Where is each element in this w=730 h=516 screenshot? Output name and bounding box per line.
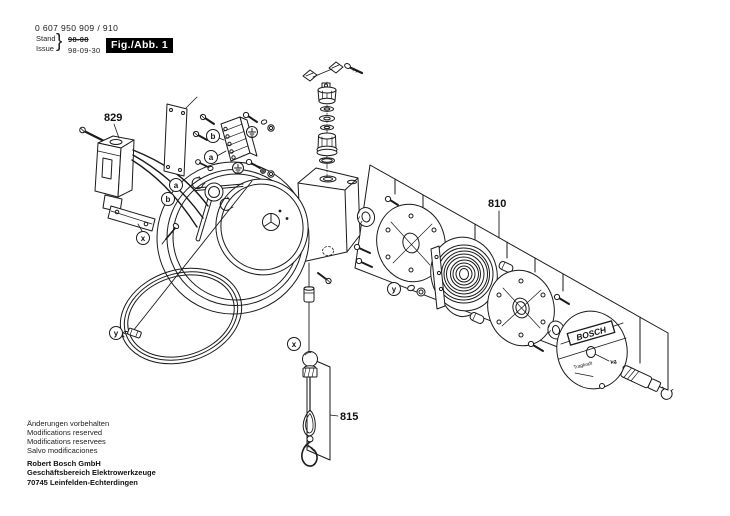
switch-assembly-829 <box>79 123 209 232</box>
callout-b-terminal: b <box>206 129 220 143</box>
issue-label: Issue <box>36 43 54 53</box>
callout-a-wires: a <box>169 178 183 192</box>
part-label-815: 815 <box>340 411 358 423</box>
company-address: 70745 Leinfelden-Echterdingen <box>27 477 138 487</box>
spring-pack-810 <box>353 195 674 400</box>
bushing <box>356 207 376 227</box>
notice-de: Änderungen vorbehalten <box>27 419 110 428</box>
stand-label: Stand <box>36 34 56 43</box>
notice-es: Salvo modificaciones <box>27 446 98 455</box>
reel-drum <box>132 161 310 332</box>
callout-b2-label: b <box>211 132 216 141</box>
callout-x-bracket: x <box>136 231 150 245</box>
roller-1 <box>498 261 514 273</box>
torsion-lever <box>161 159 244 245</box>
callout-y-coil: y <box>109 326 123 340</box>
callout-y-label: y <box>114 329 119 338</box>
callout-b-wires: b <box>161 192 175 206</box>
company-division: Geschäftsbereich Elektrowerkzeuge <box>27 468 156 478</box>
document-number: 0 607 950 909 / 910 <box>35 23 119 33</box>
stand-issue-labels: Stand Issue <box>36 34 56 53</box>
callout-x-cable: x <box>287 337 301 351</box>
callout-y-disc: y <box>387 282 401 296</box>
guide-pin <box>620 365 662 392</box>
footer-block: Änderungen vorbehalten Modifications res… <box>27 419 156 487</box>
part-label-829: 829 <box>104 112 122 124</box>
brace-glyph: } <box>56 31 63 52</box>
swivel-stack <box>316 81 338 178</box>
disc-plate-1 <box>376 203 446 283</box>
cable-assembly-815 <box>301 351 339 467</box>
part-label-810: 810 <box>488 198 506 210</box>
roller-2 <box>469 312 485 324</box>
terminal-block <box>192 111 275 178</box>
spiral-spring <box>430 236 498 318</box>
callout-x-label: x <box>141 234 146 243</box>
figure-label-box: Fig./Abb. 1 <box>106 38 173 53</box>
callout-x2-label: x <box>292 340 297 349</box>
callouts: a b b a x x y <box>109 129 401 351</box>
superseded-date: 98-08 <box>68 35 89 44</box>
housing <box>297 167 361 352</box>
tragkraft-label: Tragkraft <box>573 360 594 371</box>
kg-unit-label: kg <box>610 359 617 366</box>
hanger-clamp-set <box>302 61 364 82</box>
notice-en: Modifications reserved <box>27 428 103 437</box>
callout-a-terminal: a <box>204 150 218 164</box>
notice-fr: Modifications reservees <box>27 437 106 446</box>
bosch-cover-disc <box>556 310 628 390</box>
retaining-clip <box>660 386 674 400</box>
callout-a2-label: a <box>209 153 214 162</box>
mounting-plate <box>163 96 198 177</box>
callout-b-label: b <box>166 195 171 204</box>
callout-y2-label: y <box>392 285 397 294</box>
company-name: Robert Bosch GmbH <box>27 459 101 468</box>
callout-a-label: a <box>174 181 179 190</box>
issue-date: 98-09-30 <box>68 46 101 55</box>
